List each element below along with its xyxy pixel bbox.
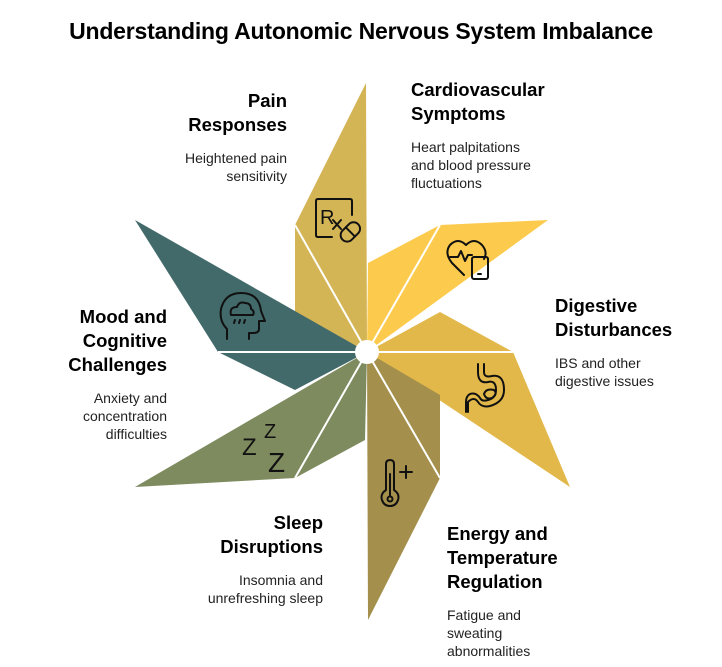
segment-description: Insomnia and unrefreshing sleep [207,572,323,606]
svg-text:Z: Z [264,421,276,443]
blade-mood-outer [135,220,367,352]
segment-title: Cardiovascular Symptoms [411,79,545,124]
blade-mood-inner [218,352,367,390]
segment-description: Heightened pain sensitivity [185,150,287,184]
segment-cardio: Cardiovascular Symptoms Heart palpitatio… [411,78,611,192]
segment-digestive: Digestive Disturbances IBS and other dig… [555,294,715,390]
center-hub [355,340,379,364]
blade-pain-outer [295,83,367,352]
blade-energy-outer [367,352,440,620]
svg-text:Z: Z [268,447,285,478]
blade-pain [294,83,368,353]
segment-title: Sleep Disruptions [220,512,323,557]
segment-title: Mood and Cognitive Challenges [68,306,167,375]
blade-cardio [366,220,548,353]
blade-sleep [135,351,368,487]
head-cloud-icon [219,292,266,340]
prescription-pill-icon: R [315,198,362,243]
segment-description: IBS and other digestive issues [555,355,654,389]
segment-title: Pain Responses [188,90,287,135]
thermometer-icon [380,459,413,507]
svg-text:Z: Z [242,434,257,461]
segment-energy: Energy and Temperature Regulation Fatigu… [447,522,647,660]
blade-energy [366,351,441,620]
stomach-icon [465,363,505,413]
segment-description: Fatigue and sweating abnormalities [447,607,531,659]
segment-title: Digestive Disturbances [555,295,673,340]
segment-description: Heart palpitations and blood pressure fl… [411,139,531,191]
blade-digestive-inner [367,312,513,352]
sleep-zzz-icon: Z Z Z [242,421,285,478]
diagram-title: Understanding Autonomic Nervous System I… [69,18,653,44]
svg-text:R: R [320,207,334,229]
segment-title: Energy and Temperature Regulation [447,523,558,592]
blade-mood [135,220,367,390]
segment-mood: Mood and Cognitive Challenges Anxiety an… [7,305,167,443]
segment-description: Anxiety and concentration difficulties [82,390,167,442]
blade-cardio-outer [367,220,548,352]
segment-pain: Pain Responses Heightened pain sensitivi… [117,89,287,185]
segment-sleep: Sleep Disruptions Insomnia and unrefresh… [143,511,323,607]
heart-monitor-icon [446,240,489,280]
